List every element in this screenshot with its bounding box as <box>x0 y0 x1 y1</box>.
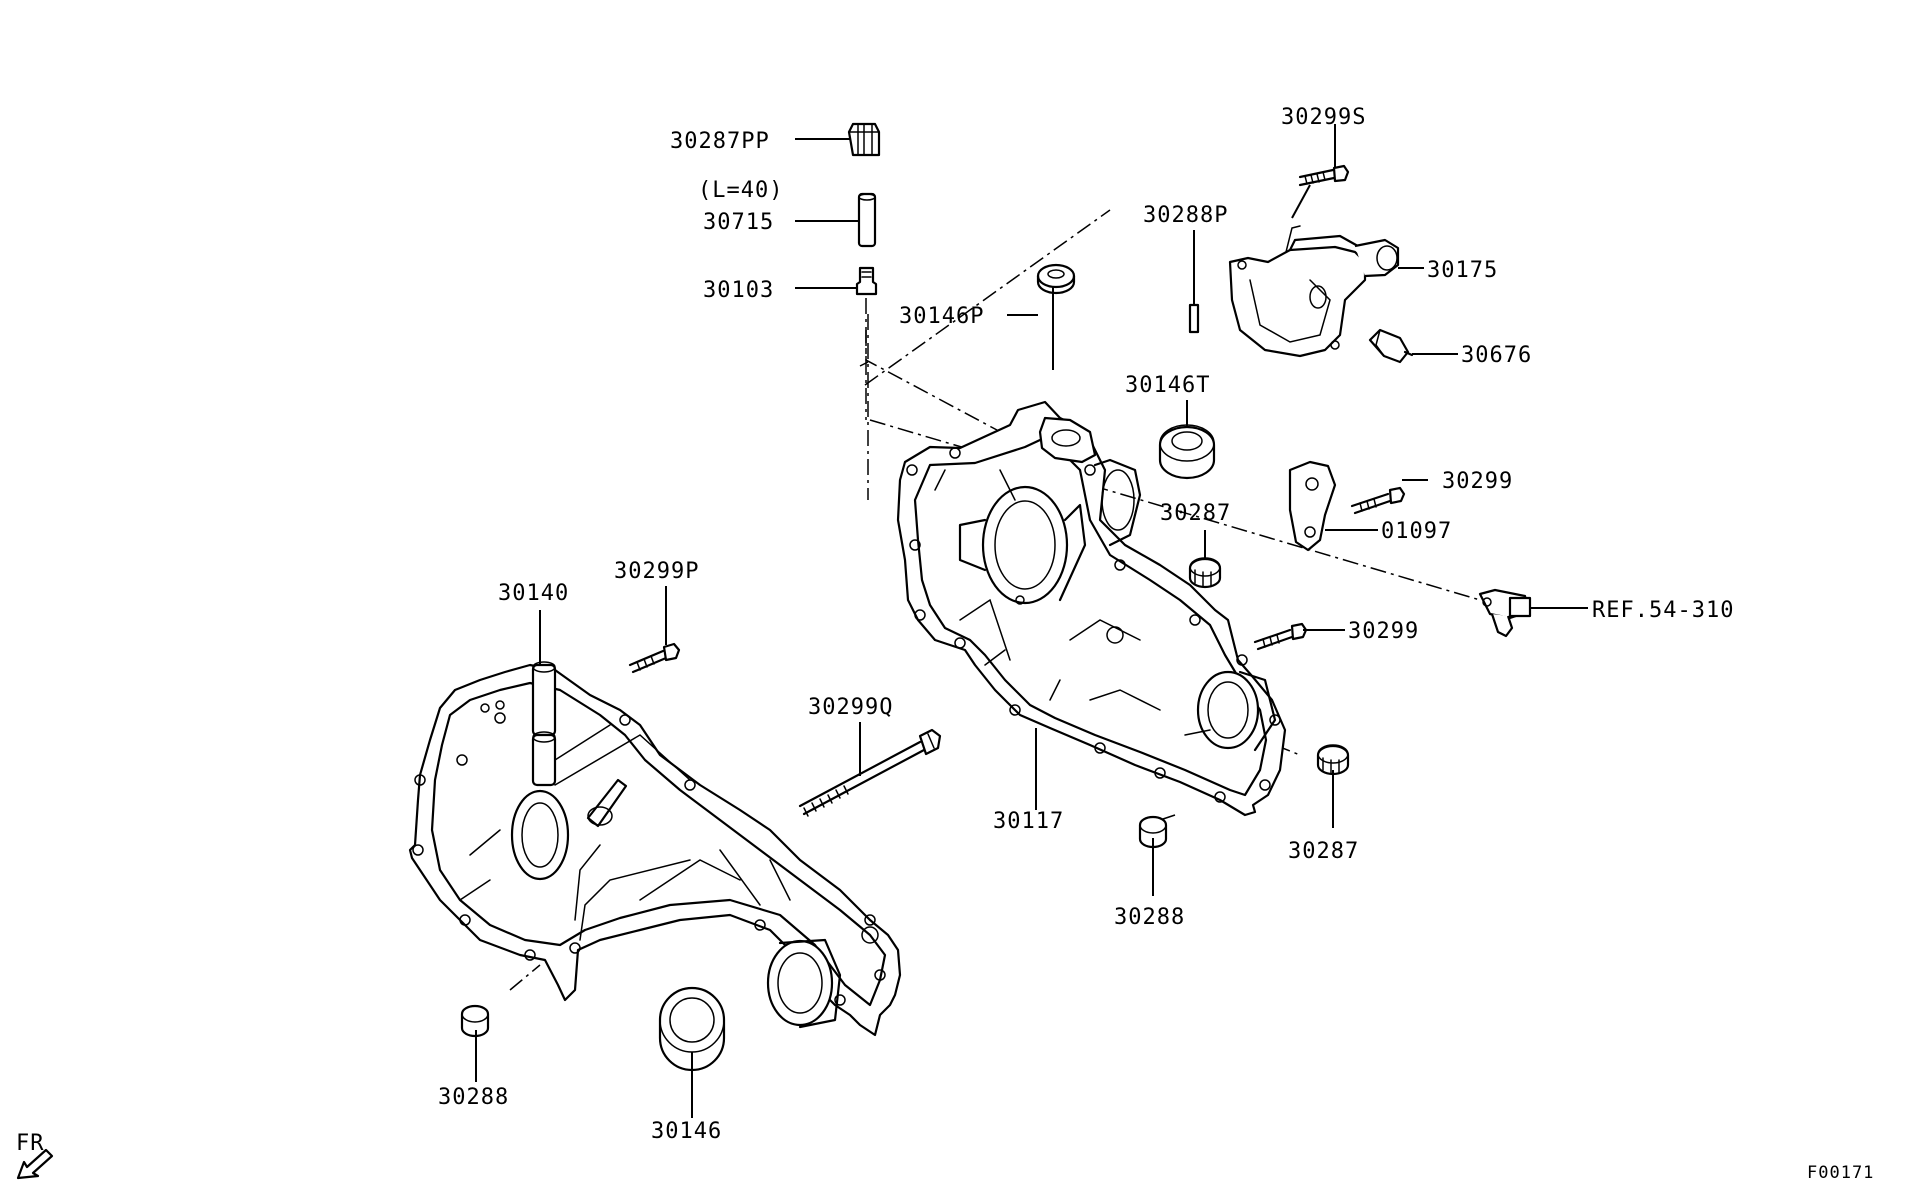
sensor-30676 <box>1368 328 1414 364</box>
front-arrow-icon <box>16 1148 54 1180</box>
label-30288P: 30288P <box>1143 203 1228 228</box>
label-ref-54-310: REF.54-310 <box>1592 598 1734 623</box>
transfer-case-30140 <box>408 661 902 1037</box>
label-30175: 30175 <box>1427 258 1498 283</box>
label-30140: 30140 <box>498 581 569 606</box>
dowel-30288-left <box>460 1004 490 1038</box>
bearing-30146T <box>1158 424 1216 480</box>
label-30288-left: 30288 <box>438 1085 509 1110</box>
bolt-30299-upper <box>1350 486 1406 515</box>
front-label: FR <box>16 1131 45 1156</box>
seal-30146P <box>1036 263 1076 295</box>
front-indicator: FR <box>16 1131 54 1180</box>
plug-30287-lower <box>1316 744 1350 776</box>
label-30146T: 30146T <box>1125 373 1210 398</box>
bolt-30299P <box>628 642 681 674</box>
dowel-30288P <box>1188 303 1200 334</box>
center-lines <box>509 209 1481 991</box>
label-30146P: 30146P <box>899 304 984 329</box>
plug-30287PP <box>847 122 881 157</box>
label-30117: 30117 <box>993 809 1064 834</box>
plug-30287-middle <box>1188 557 1222 589</box>
label-30288-middle: 30288 <box>1114 905 1185 930</box>
label-30676: 30676 <box>1461 343 1532 368</box>
plate-01097 <box>1288 460 1337 552</box>
sensor-ref-54-310 <box>1478 588 1532 638</box>
bolt-30299-lower <box>1253 622 1308 651</box>
transfer-case-30117 <box>896 400 1287 817</box>
label-30287-lower: 30287 <box>1288 839 1359 864</box>
label-01097: 01097 <box>1381 519 1452 544</box>
leader-lines <box>475 124 1588 1118</box>
label-30299S: 30299S <box>1281 105 1366 130</box>
callout-labels: 30287PP (L=40) 30715 30103 30146P 30288P… <box>438 105 1734 1144</box>
stud-30103 <box>855 266 878 296</box>
figure-code: F00171 <box>1807 1163 1874 1183</box>
bolt-30299S <box>1298 164 1350 187</box>
label-30299P: 30299P <box>614 559 699 584</box>
housing-30175 <box>1228 225 1400 358</box>
label-length: (L=40) <box>698 178 783 203</box>
label-30299-upper: 30299 <box>1442 469 1513 494</box>
label-30715: 30715 <box>703 210 774 235</box>
label-30287PP: 30287PP <box>670 129 770 154</box>
label-30299-lower: 30299 <box>1348 619 1419 644</box>
label-30287-middle: 30287 <box>1160 501 1231 526</box>
label-30299Q: 30299Q <box>808 695 893 720</box>
label-30103: 30103 <box>703 278 774 303</box>
bolt-30299Q <box>798 728 942 817</box>
dowel-30288-middle <box>1138 815 1168 849</box>
label-30146: 30146 <box>651 1119 722 1144</box>
pin-30715 <box>857 192 877 248</box>
